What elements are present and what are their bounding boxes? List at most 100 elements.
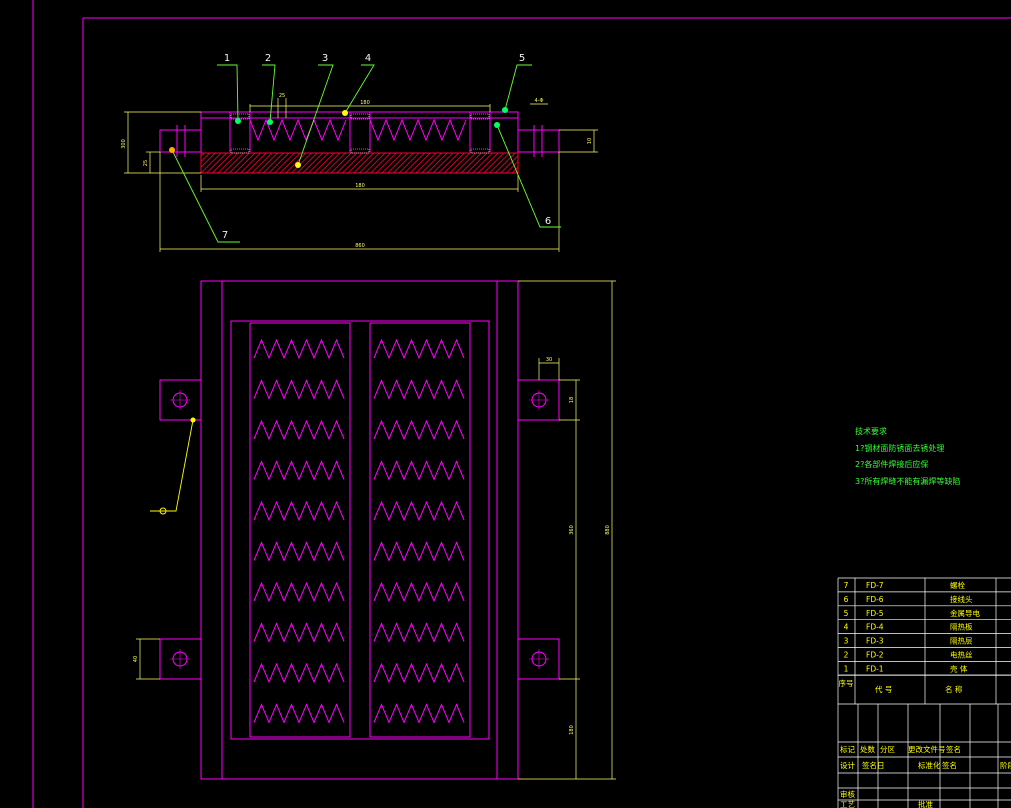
plan-heating-panel-left bbox=[249, 322, 351, 738]
plan-wire-row bbox=[373, 581, 465, 603]
title-block-label: 阶段 bbox=[1000, 760, 1011, 770]
bom-row-name: 螺栓 bbox=[950, 580, 965, 590]
dim-left-height: 300 bbox=[121, 139, 127, 149]
title-block-label: 处数 bbox=[860, 744, 875, 754]
section-heating-wire-right bbox=[369, 118, 467, 142]
plan-lug-top-right bbox=[517, 379, 560, 421]
dim-total-height: 880 bbox=[605, 525, 611, 535]
plan-wire-row bbox=[253, 622, 345, 643]
bom-row-code: FD-3 bbox=[866, 637, 884, 646]
plan-wire-row bbox=[373, 460, 465, 481]
bom-row-name: 接线头 bbox=[950, 594, 973, 604]
marker-6 bbox=[494, 122, 500, 128]
marker-5 bbox=[502, 107, 508, 113]
plan-wire-row bbox=[253, 541, 345, 562]
plan-leader-tail-icon bbox=[159, 507, 167, 515]
dim-top-span: 180 bbox=[360, 100, 370, 106]
notes-item-2: 2?各部件焊接后应保 bbox=[855, 459, 928, 469]
plan-wire-row bbox=[253, 703, 345, 724]
bom-row-seq: 4 bbox=[844, 623, 849, 632]
bom-row-seq: 3 bbox=[844, 637, 849, 646]
section-right-lug bbox=[517, 129, 560, 153]
bom-row-name: 金属导电 bbox=[950, 608, 980, 618]
dim-inner-width: 180 bbox=[355, 183, 365, 189]
callout-1: 1 bbox=[224, 53, 230, 64]
bom-row-seq: 1 bbox=[844, 664, 849, 673]
marker-1 bbox=[235, 118, 241, 124]
plan-wire-row bbox=[373, 541, 465, 562]
section-heating-wire-left bbox=[249, 118, 347, 142]
notes-title: 技术要求 bbox=[855, 426, 887, 436]
callout-4: 4 bbox=[365, 53, 371, 64]
bom-row-seq: 5 bbox=[844, 609, 849, 618]
marker-3 bbox=[295, 162, 301, 168]
bom-header-name: 名 称 bbox=[945, 684, 963, 694]
title-block-label: 设计 bbox=[840, 760, 855, 770]
dim-lug-height: 18 bbox=[569, 397, 575, 403]
marker-7 bbox=[169, 147, 175, 153]
plan-wire-row bbox=[253, 338, 345, 360]
bom-row-code: FD-5 bbox=[866, 609, 884, 618]
bom-row-code: FD-7 bbox=[866, 581, 884, 590]
section-insulation-layer bbox=[200, 152, 519, 174]
callout-5: 5 bbox=[519, 53, 525, 64]
plan-wire-row bbox=[373, 662, 465, 684]
bom-header-code: 代 号 bbox=[875, 684, 892, 694]
callout-2: 2 bbox=[265, 53, 271, 64]
plan-outer-frame bbox=[200, 280, 519, 780]
technical-notes: 技术要求 1?钢材面防锈面去锈处理 2?各部件焊接后应保 3?所有焊缝不能有漏焊… bbox=[855, 426, 960, 486]
plan-wire-row bbox=[253, 419, 345, 441]
plan-wire-row bbox=[253, 581, 345, 603]
title-block-label: 分区 bbox=[880, 745, 895, 754]
dim-left-lug: 40 bbox=[133, 656, 139, 662]
plan-wire-row bbox=[253, 662, 345, 684]
plan-wire-row bbox=[373, 703, 465, 724]
callout-leaders bbox=[171, 64, 561, 243]
plan-wire-row bbox=[373, 338, 465, 360]
plan-wire-row bbox=[253, 500, 345, 522]
callout-6: 6 bbox=[545, 216, 551, 227]
bom-row-code: FD-6 bbox=[866, 595, 884, 604]
dim-lower-height: 180 bbox=[569, 725, 575, 735]
section-dimensions bbox=[124, 98, 598, 252]
bom-row-name: 隔热板 bbox=[950, 622, 973, 632]
dim-top-small: 25 bbox=[279, 93, 285, 99]
plan-lug-top-left bbox=[159, 379, 202, 421]
plan-dimensions bbox=[136, 280, 616, 780]
bom-header-seq: 序号 bbox=[839, 678, 854, 688]
title-block-label: 签名 bbox=[946, 744, 961, 754]
marker-2 bbox=[267, 119, 273, 125]
dim-right-small: 4-Φ bbox=[535, 98, 544, 104]
title-block-label: 审核 bbox=[840, 789, 855, 799]
dim-overall-width: 860 bbox=[355, 243, 365, 249]
title-block-label: 标准化 bbox=[918, 760, 941, 770]
plan-wire-row bbox=[373, 419, 465, 441]
plan-leader-marker bbox=[190, 417, 196, 423]
title-block-label: 批准 bbox=[918, 799, 933, 808]
plan-leader bbox=[150, 419, 194, 512]
plan-wire-row bbox=[373, 379, 465, 400]
bom-row-seq: 6 bbox=[844, 595, 849, 604]
plan-inner-frame bbox=[230, 320, 490, 740]
bom-row-code: FD-1 bbox=[866, 664, 884, 673]
plan-view bbox=[159, 280, 560, 780]
bom-row-name: 电热丝 bbox=[950, 650, 973, 660]
dim-left-small: 25 bbox=[143, 160, 149, 166]
dim-mid-height: 360 bbox=[569, 525, 575, 535]
sheet-frame bbox=[32, 0, 1011, 808]
bom-row-code: FD-4 bbox=[866, 623, 884, 632]
plan-wire-row bbox=[373, 622, 465, 643]
plan-wire-row bbox=[253, 379, 345, 400]
title-block-label: 标记 bbox=[840, 744, 855, 754]
callout-3: 3 bbox=[322, 53, 328, 64]
title-block: 标记处数分区更改文件号签名设计签名日标准化签名阶段审核工艺批准 bbox=[840, 744, 1011, 808]
plan-lug-bottom-left bbox=[159, 638, 202, 680]
title-block-label: 签名日 bbox=[862, 760, 885, 770]
notes-item-1: 1?钢材面防锈面去锈处理 bbox=[855, 443, 944, 453]
section-left-lug bbox=[159, 129, 202, 153]
bom-row-code: FD-2 bbox=[866, 651, 884, 660]
plan-heating-wires bbox=[253, 338, 465, 724]
bom-row-seq: 2 bbox=[844, 651, 849, 660]
notes-item-3: 3?所有焊缝不能有漏焊等缺陷 bbox=[855, 476, 960, 486]
